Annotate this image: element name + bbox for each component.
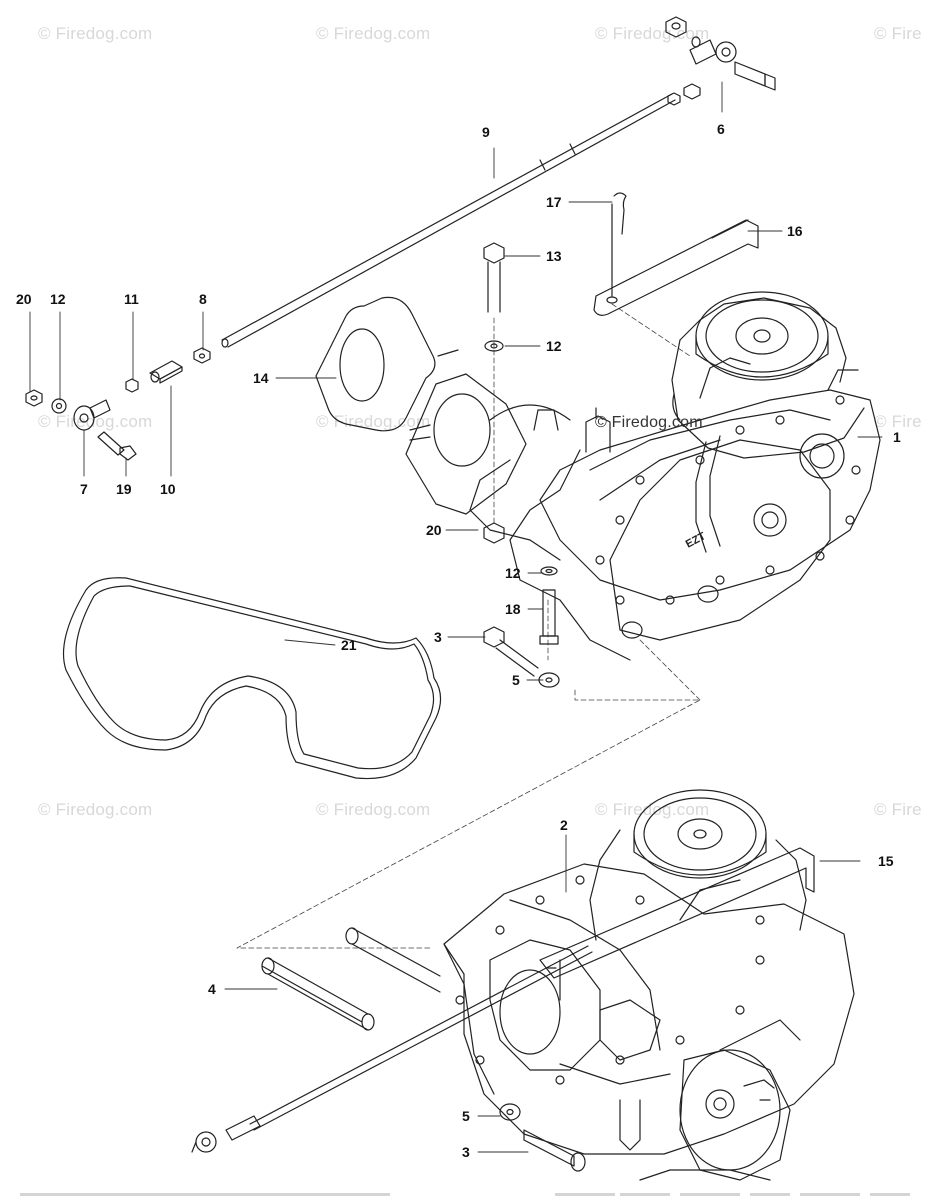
callout-3[interactable]: 3 [434, 629, 442, 645]
callout-8[interactable]: 8 [199, 291, 207, 307]
callout-12[interactable]: 12 [50, 291, 66, 307]
drive-belt [62, 577, 442, 780]
callout-20[interactable]: 20 [426, 522, 442, 538]
spacer-tubes [261, 927, 441, 1031]
callout-5[interactable]: 5 [512, 672, 520, 688]
callout-3[interactable]: 3 [462, 1144, 470, 1160]
pin-and-bracket [593, 192, 759, 316]
watermark: © Fire [874, 800, 922, 819]
callout-18[interactable]: 18 [505, 601, 521, 617]
callout-12[interactable]: 12 [505, 565, 521, 581]
watermark: © Fire [874, 24, 922, 43]
upper-rod-end [665, 16, 776, 106]
callout-9[interactable]: 9 [482, 124, 490, 140]
mounting-gasket [315, 296, 527, 515]
transmission-upper [469, 291, 881, 661]
watermark: © Firedog.com [316, 800, 431, 819]
callout-12[interactable]: 12 [546, 338, 562, 354]
callout-19[interactable]: 19 [116, 481, 132, 497]
callout-11[interactable]: 11 [124, 291, 139, 307]
callout-13[interactable]: 13 [546, 248, 562, 264]
callout-5[interactable]: 5 [462, 1108, 470, 1124]
control-rod [221, 93, 676, 348]
watermark: © Firedog.com [38, 800, 153, 819]
callout-2[interactable]: 2 [560, 817, 568, 833]
leader-lines [29, 81, 883, 1153]
alignment-dashes [236, 303, 701, 949]
watermark: © Firedog.com [595, 800, 710, 819]
callout-16[interactable]: 16 [787, 223, 803, 239]
lower-control-rod [191, 945, 593, 1153]
watermark: © Firedog.com [595, 24, 710, 43]
callout-10[interactable]: 10 [160, 481, 176, 497]
callout-20[interactable]: 20 [16, 291, 32, 307]
center-fasteners [483, 242, 560, 688]
page-footer-strip [0, 1193, 927, 1197]
watermark: © Firedog.com [38, 24, 153, 43]
watermark: © Firedog.com [316, 412, 431, 431]
watermark: © Firedog.com [38, 412, 153, 431]
callout-1[interactable]: 1 [893, 429, 901, 445]
lower-bracket [539, 847, 815, 1001]
watermark: © Firedog.com [595, 414, 703, 431]
callout-21[interactable]: 21 [341, 637, 357, 653]
watermark: © Firedog.com [316, 24, 431, 43]
lower-fasteners [499, 1103, 586, 1172]
transmission-lower [443, 789, 855, 1181]
watermark: © Fire [874, 412, 922, 431]
callout-14[interactable]: 14 [253, 370, 269, 386]
callout-4[interactable]: 4 [208, 981, 216, 997]
callout-6[interactable]: 6 [717, 121, 725, 137]
left-linkage-parts [25, 347, 211, 461]
callout-15[interactable]: 15 [878, 853, 894, 869]
callout-17[interactable]: 17 [546, 194, 562, 210]
callout-7[interactable]: 7 [80, 481, 88, 497]
